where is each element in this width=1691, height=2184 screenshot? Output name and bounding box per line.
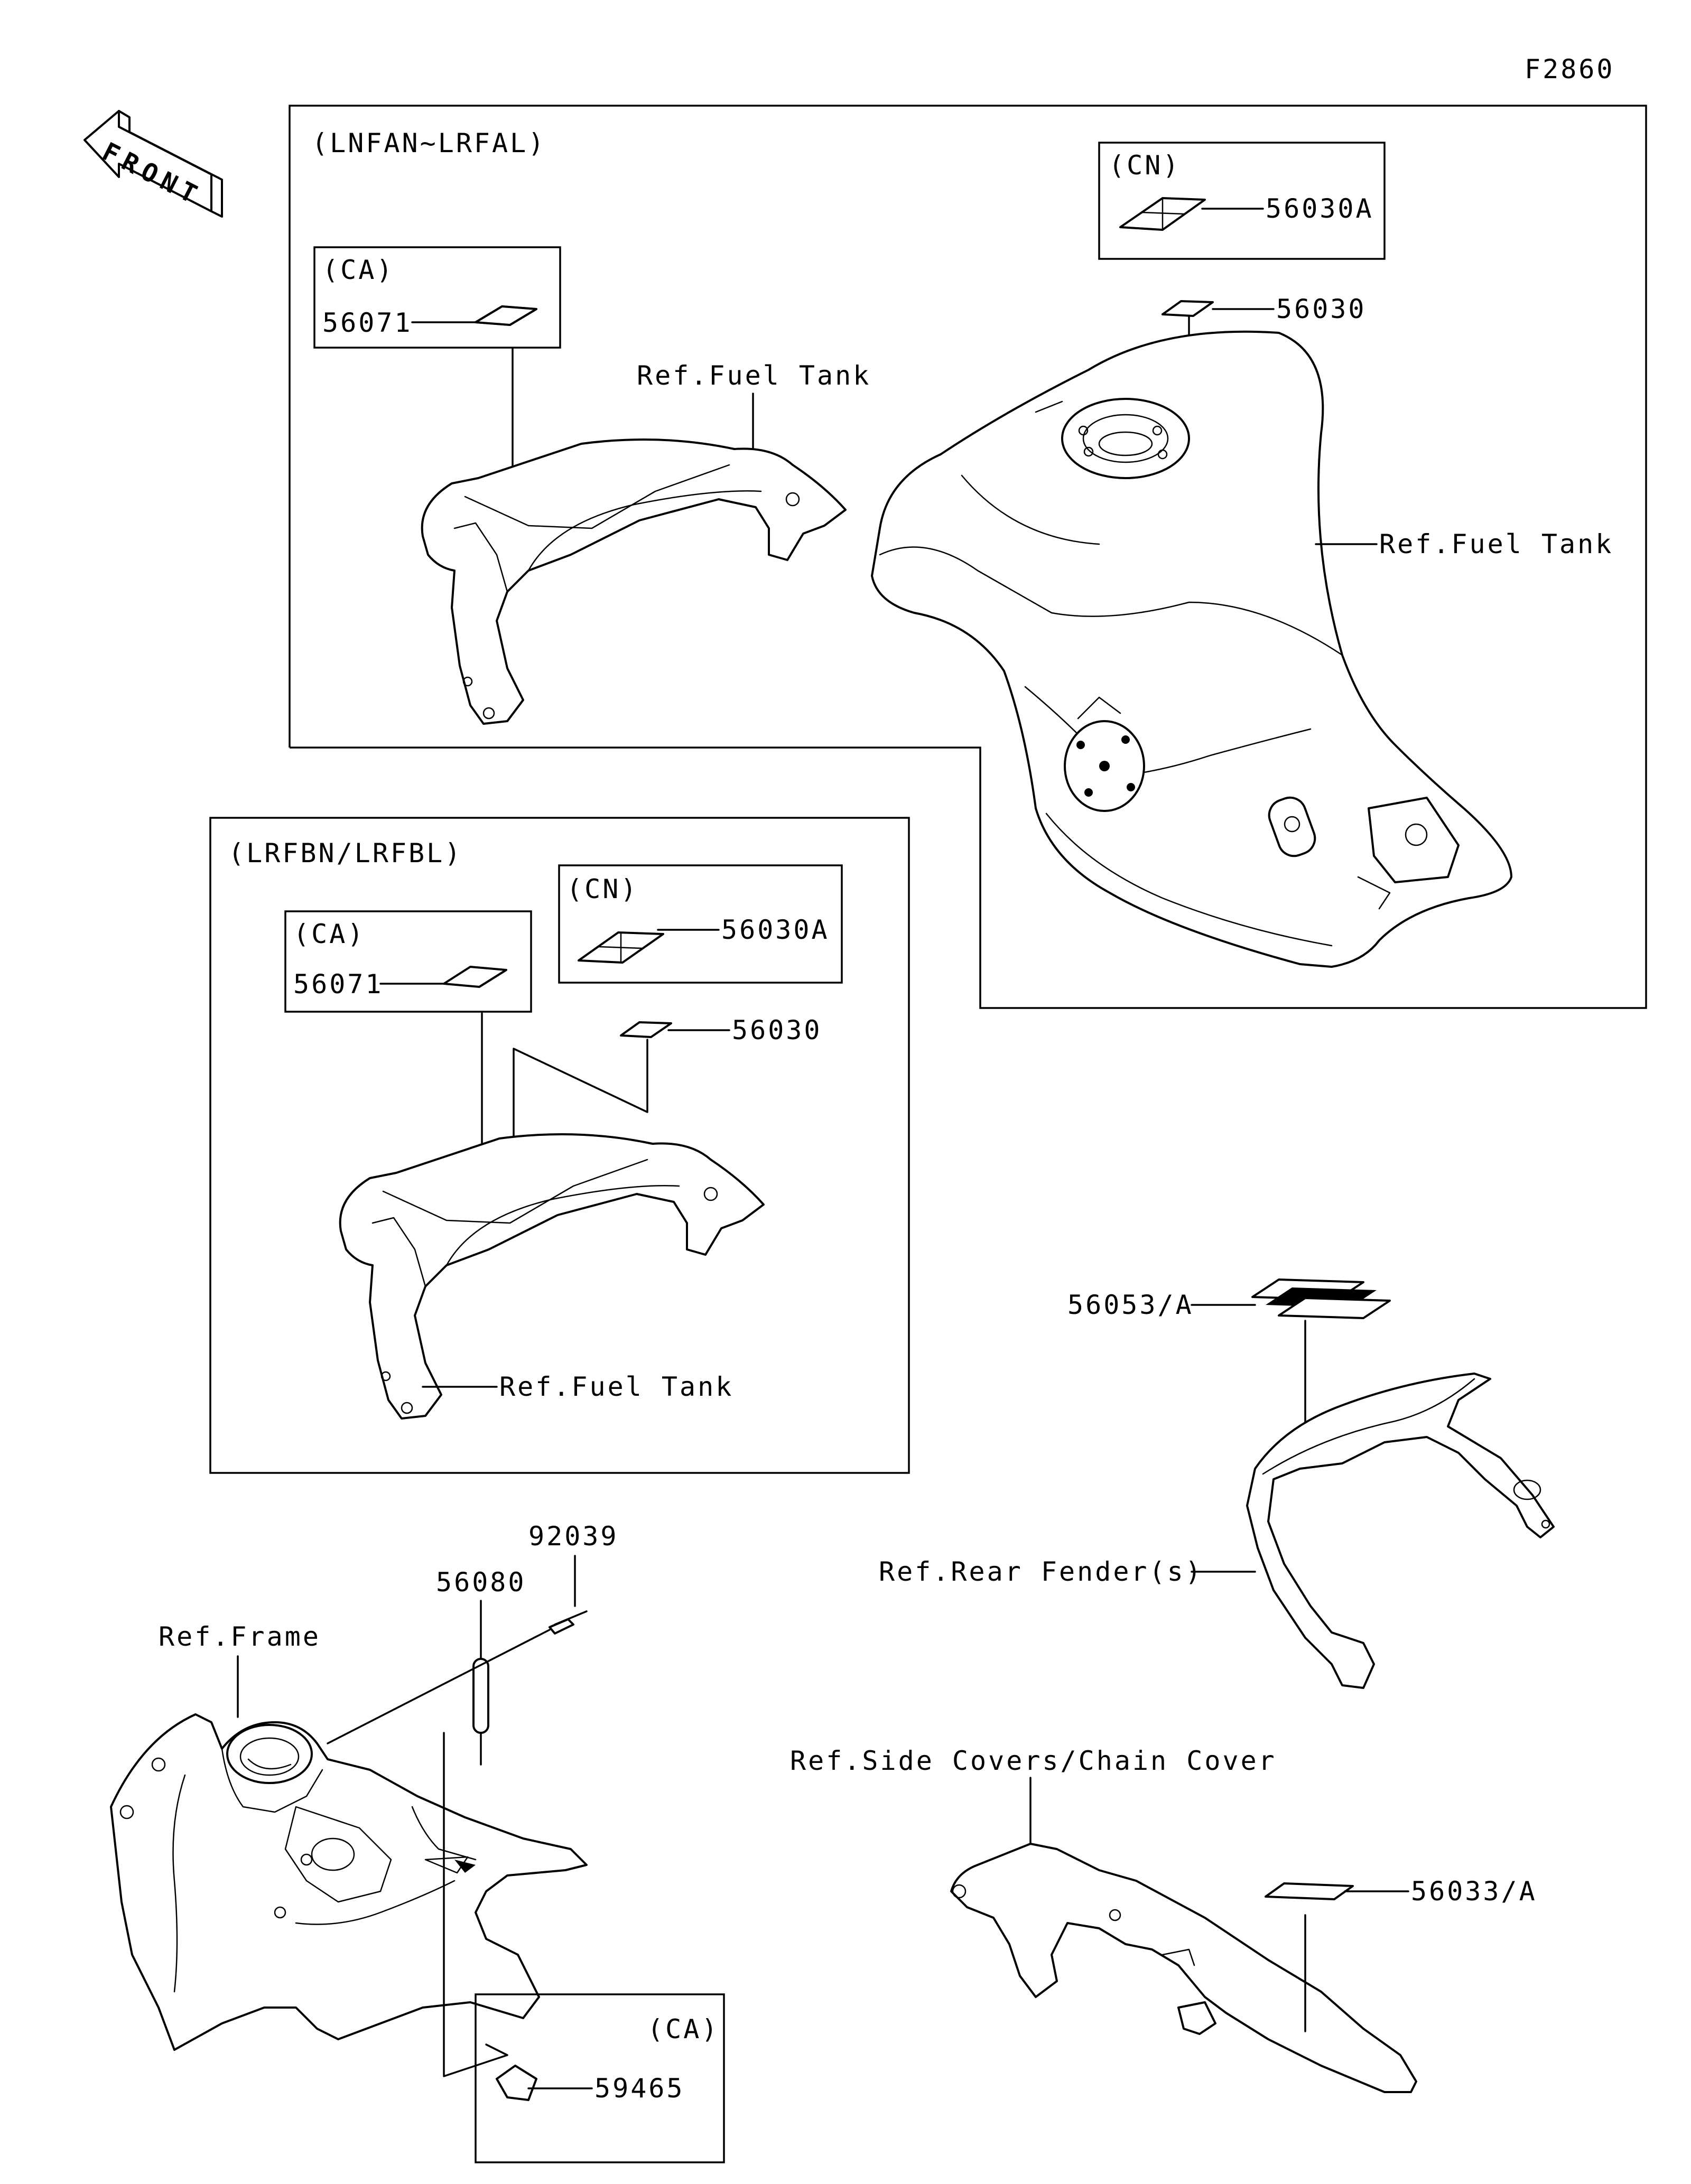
label-56080: [472, 1658, 489, 1734]
cn-box-top-title: (CN): [1109, 150, 1181, 181]
cn-box-middle-title: (CN): [566, 874, 638, 904]
frame-group: 92039 56080 Ref.Frame (CA) 594: [110, 1521, 725, 2163]
group-title-top: (LNFAN~LRFAL): [312, 128, 546, 158]
part-56033a: 56033/A: [1411, 1876, 1537, 1907]
part-59465: 59465: [594, 2073, 685, 2104]
tank-cover-top: [421, 438, 847, 725]
front-arrow-icon: FRONT: [83, 110, 223, 218]
tank-cover-middle: [339, 1133, 765, 1420]
part-56080: 56080: [436, 1567, 526, 1598]
chain-cover-group: Ref.Side Covers/Chain Cover 56033/A: [790, 1746, 1537, 2093]
part-92039: 92039: [528, 1521, 619, 1552]
group-title-middle: (LRFBN/LRFBL): [228, 838, 462, 869]
ca-box-top-title: (CA): [322, 255, 394, 285]
part-56071-top: 56071: [322, 307, 413, 338]
frame: [110, 1713, 588, 2051]
ref-fuel-tank-top-right: Ref.Fuel Tank: [1379, 529, 1613, 559]
label-56030-top: [1162, 300, 1214, 317]
ref-rear-fender: Ref.Rear Fender(s): [879, 1556, 1203, 1587]
ref-frame: Ref.Frame: [159, 1621, 321, 1652]
label-59465: [496, 2065, 537, 2101]
ca-box-bottom: [475, 1993, 725, 2163]
chain-cover: [950, 1843, 1417, 2093]
ca-box-bottom-title: (CA): [647, 2014, 719, 2045]
group-lnfan-lrfal: (LNFAN~LRFAL) (CA) 56071 (CN) 56030A 560…: [289, 105, 1647, 1009]
label-56033a: [1265, 1882, 1354, 1900]
fuel-tank: [871, 330, 1512, 968]
label-56071-middle: [443, 966, 507, 988]
group-frame-middle: [209, 817, 910, 1474]
group-frame-top: [289, 105, 1647, 1009]
ref-fuel-tank-top-left: Ref.Fuel Tank: [637, 360, 871, 391]
ref-side-covers: Ref.Side Covers/Chain Cover: [790, 1746, 1277, 1776]
part-56053a: 56053/A: [1067, 1290, 1194, 1320]
ca-box-top: [313, 246, 561, 349]
part-56071-middle: 56071: [293, 969, 384, 1000]
rear-fender-group: 56053/A Ref.Rear Fender(s): [879, 1278, 1555, 1689]
figure-code: F2860: [1525, 54, 1615, 85]
part-56030-top: 56030: [1276, 294, 1367, 324]
fuel-cap-ring: [1061, 398, 1190, 479]
ref-fuel-tank-middle: Ref.Fuel Tank: [499, 1371, 733, 1402]
label-56030-middle: [620, 1021, 672, 1038]
rivet-92039: [549, 1618, 574, 1635]
rear-fender: [1246, 1373, 1555, 1689]
cn-box-top: [1098, 142, 1386, 260]
cn-box-middle: [558, 864, 843, 984]
group-lrfbn-lrfbl: (LRFBN/LRFBL) (CN) 56030A (CA) 56071 560…: [209, 817, 910, 1474]
ca-box-middle: [284, 910, 532, 1013]
ca-box-middle-title: (CA): [293, 919, 365, 949]
part-56030a-top: 56030A: [1266, 193, 1374, 224]
part-56030a-middle: 56030A: [721, 914, 830, 945]
part-56030-middle: 56030: [732, 1015, 822, 1046]
